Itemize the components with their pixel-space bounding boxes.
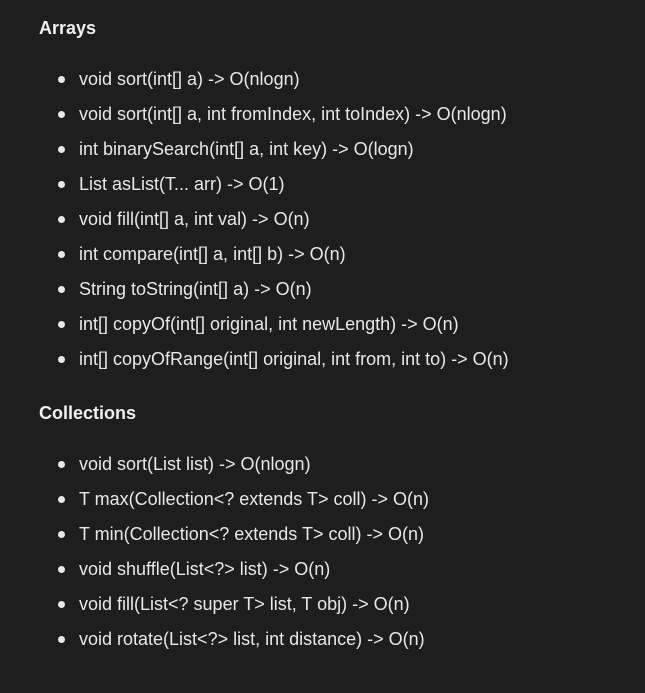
- bullet-icon: [58, 76, 65, 83]
- list-item: int compare(int[] a, int[] b) -> O(n): [39, 239, 645, 274]
- method-signature: T min(Collection<? extends T> coll) -> O…: [79, 524, 424, 544]
- section-title-collections: Collections: [39, 403, 137, 423]
- bullet-icon: [58, 181, 65, 188]
- method-signature: void fill(int[] a, int val) -> O(n): [79, 209, 310, 229]
- list-item: int binarySearch(int[] a, int key) -> O(…: [39, 134, 645, 169]
- list-item: T max(Collection<? extends T> coll) -> O…: [39, 484, 645, 519]
- collections-method-list: void sort(List list) -> O(nlogn) T max(C…: [39, 449, 645, 659]
- method-signature: void sort(int[] a) -> O(nlogn): [79, 69, 300, 89]
- method-signature: List asList(T... arr) -> O(1): [79, 174, 285, 194]
- method-signature: void sort(int[] a, int fromIndex, int to…: [79, 104, 507, 124]
- bullet-icon: [58, 251, 65, 258]
- bullet-icon: [58, 461, 65, 468]
- method-signature: int binarySearch(int[] a, int key) -> O(…: [79, 139, 414, 159]
- bullet-icon: [58, 601, 65, 608]
- list-item: void sort(int[] a) -> O(nlogn): [39, 64, 645, 99]
- bullet-icon: [58, 566, 65, 573]
- list-item: void rotate(List<?> list, int distance) …: [39, 624, 645, 659]
- method-signature: void fill(List<? super T> list, T obj) -…: [79, 594, 410, 614]
- method-signature: int[] copyOfRange(int[] original, int fr…: [79, 349, 509, 369]
- list-item: String toString(int[] a) -> O(n): [39, 274, 645, 309]
- bullet-icon: [58, 356, 65, 363]
- method-signature: void shuffle(List<?> list) -> O(n): [79, 559, 331, 579]
- bullet-icon: [58, 321, 65, 328]
- list-item: void sort(List list) -> O(nlogn): [39, 449, 645, 484]
- bullet-icon: [58, 496, 65, 503]
- list-item: int[] copyOf(int[] original, int newLeng…: [39, 309, 645, 344]
- bullet-icon: [58, 146, 65, 153]
- method-signature: int[] copyOf(int[] original, int newLeng…: [79, 314, 459, 334]
- list-item: int[] copyOfRange(int[] original, int fr…: [39, 344, 645, 379]
- list-item: void sort(int[] a, int fromIndex, int to…: [39, 99, 645, 134]
- arrays-method-list: void sort(int[] a) -> O(nlogn) void sort…: [39, 64, 645, 379]
- list-item: void fill(List<? super T> list, T obj) -…: [39, 589, 645, 624]
- bullet-icon: [58, 216, 65, 223]
- list-item: void shuffle(List<?> list) -> O(n): [39, 554, 645, 589]
- method-signature: String toString(int[] a) -> O(n): [79, 279, 312, 299]
- list-item: T min(Collection<? extends T> coll) -> O…: [39, 519, 645, 554]
- bullet-icon: [58, 286, 65, 293]
- section-title-arrays: Arrays: [39, 18, 97, 38]
- list-item: void fill(int[] a, int val) -> O(n): [39, 204, 645, 239]
- list-item: List asList(T... arr) -> O(1): [39, 169, 645, 204]
- method-signature: int compare(int[] a, int[] b) -> O(n): [79, 244, 346, 264]
- bullet-icon: [58, 636, 65, 643]
- method-signature: void rotate(List<?> list, int distance) …: [79, 629, 425, 649]
- method-signature: void sort(List list) -> O(nlogn): [79, 454, 311, 474]
- bullet-icon: [58, 531, 65, 538]
- bullet-icon: [58, 111, 65, 118]
- method-signature: T max(Collection<? extends T> coll) -> O…: [79, 489, 429, 509]
